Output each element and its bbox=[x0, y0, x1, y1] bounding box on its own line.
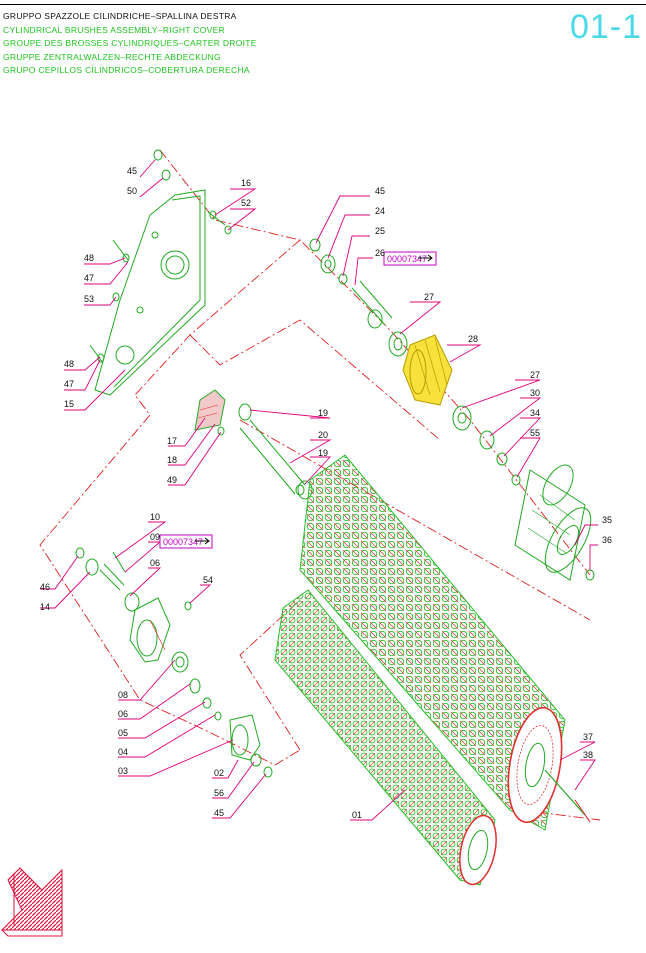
drive-hub-part-28 bbox=[402, 334, 453, 406]
callout-46: 46 bbox=[40, 582, 50, 592]
callout-labels: 45 50 16 52 48 47 53 48 47 15 45 24 25 2… bbox=[40, 166, 612, 820]
callout-45: 45 bbox=[214, 808, 224, 818]
callout-45: 45 bbox=[375, 186, 385, 196]
callout-08: 08 bbox=[118, 690, 128, 700]
right-cover-plate bbox=[94, 189, 206, 396]
callout-27: 27 bbox=[530, 370, 540, 380]
header-rule bbox=[0, 4, 646, 5]
callout-15: 15 bbox=[64, 399, 74, 409]
callout-19: 19 bbox=[318, 408, 328, 418]
callout-03: 03 bbox=[118, 766, 128, 776]
callout-02: 02 bbox=[214, 768, 224, 778]
callout-04: 04 bbox=[118, 747, 128, 757]
callout-19: 19 bbox=[318, 448, 328, 458]
bracket-part-17 bbox=[194, 389, 226, 436]
callout-56: 56 bbox=[214, 788, 224, 798]
reference-lower-code: 00007347 bbox=[163, 537, 203, 547]
callout-10: 10 bbox=[150, 512, 160, 522]
lower-cylindrical-brush bbox=[274, 589, 497, 886]
hub-rings bbox=[452, 405, 521, 486]
upper-hub-assembly bbox=[309, 238, 408, 357]
callout-06: 06 bbox=[118, 709, 128, 719]
callout-55: 55 bbox=[530, 428, 540, 438]
callout-30: 30 bbox=[530, 388, 540, 398]
upper-cylindrical-brush bbox=[299, 454, 591, 831]
cover-fasteners bbox=[89, 149, 232, 364]
leader-lines bbox=[40, 159, 598, 821]
back-arrow-icon[interactable] bbox=[0, 867, 63, 937]
callout-17: 17 bbox=[167, 436, 177, 446]
callout-20: 20 bbox=[318, 430, 328, 440]
callout-34: 34 bbox=[530, 408, 540, 418]
callout-54: 54 bbox=[203, 575, 213, 585]
page-code: 01-1 bbox=[569, 8, 642, 46]
reference-lower[interactable]: 00007347 bbox=[159, 534, 213, 549]
callout-27: 27 bbox=[424, 292, 434, 302]
callout-48: 48 bbox=[84, 253, 94, 263]
title-italian: GRUPPO SPAZZOLE CILINDRICHE–SPALLINA DES… bbox=[3, 11, 237, 21]
callout-05: 05 bbox=[118, 728, 128, 738]
callout-09: 09 bbox=[150, 532, 160, 542]
callout-52: 52 bbox=[241, 198, 251, 208]
drum-part-35 bbox=[514, 464, 595, 581]
callout-53: 53 bbox=[84, 294, 94, 304]
title-french: GROUPE DES BROSSES CYLINDRIQUES–CARTER D… bbox=[3, 38, 257, 49]
title-german: GRUPPE ZENTRALWALZEN–RECHTE ABDECKUNG bbox=[3, 51, 221, 62]
callout-49: 49 bbox=[167, 475, 177, 485]
callout-24: 24 bbox=[375, 206, 385, 216]
reference-upper-code: 00007347 bbox=[387, 254, 427, 264]
title-block: GRUPPO SPAZZOLE CILINDRICHE–SPALLINA DES… bbox=[3, 10, 257, 78]
callout-01: 01 bbox=[352, 810, 362, 820]
callout-45: 45 bbox=[127, 166, 137, 176]
callout-50: 50 bbox=[127, 186, 137, 196]
callout-06: 06 bbox=[150, 558, 160, 568]
callout-36: 36 bbox=[602, 535, 612, 545]
callout-35: 35 bbox=[602, 515, 612, 525]
callout-14: 14 bbox=[40, 602, 50, 612]
shaft-part-20 bbox=[238, 403, 313, 500]
callout-25: 25 bbox=[375, 226, 385, 236]
title-spanish: GRUPO CEPILLOS CILINDRICOS–COBERTURA DER… bbox=[3, 65, 250, 76]
lower-left-hub-assembly bbox=[75, 547, 273, 778]
callout-48: 48 bbox=[64, 359, 74, 369]
callout-47: 47 bbox=[84, 273, 94, 283]
title-english: CYLINDRICAL BRUSHES ASSEMBLY–RIGHT COVER bbox=[3, 24, 226, 35]
reference-upper[interactable]: 00007347 bbox=[383, 251, 437, 266]
callout-37: 37 bbox=[583, 732, 593, 742]
callout-28: 28 bbox=[468, 334, 478, 344]
callout-16: 16 bbox=[241, 178, 251, 188]
callout-38: 38 bbox=[583, 750, 593, 760]
callout-47: 47 bbox=[64, 379, 74, 389]
callout-26: 26 bbox=[375, 248, 385, 258]
callout-18: 18 bbox=[167, 455, 177, 465]
